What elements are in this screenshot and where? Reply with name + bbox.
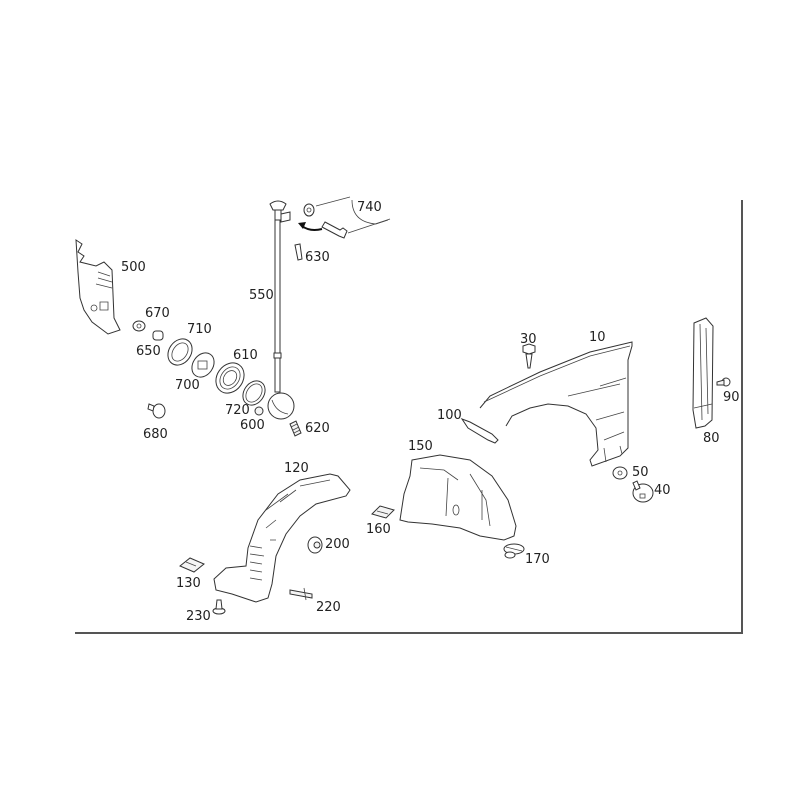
callout-610[interactable]: 610 — [233, 348, 258, 363]
part-200-nut[interactable] — [307, 536, 323, 554]
part-650-bushing[interactable] — [152, 330, 164, 341]
callout-80[interactable]: 80 — [703, 431, 720, 446]
part-720-gasket[interactable] — [238, 377, 269, 410]
part-700-hub[interactable] — [187, 349, 218, 382]
frame-border-right — [741, 200, 743, 634]
part-30-bolt[interactable] — [522, 343, 536, 369]
part-680-clip[interactable] — [147, 403, 166, 419]
part-130-clip[interactable] — [179, 557, 205, 573]
part-100-bracket[interactable] — [460, 417, 499, 444]
part-600-nut[interactable] — [254, 406, 264, 416]
part-50-washer[interactable] — [612, 466, 628, 480]
callout-710[interactable]: 710 — [187, 322, 212, 337]
callout-130[interactable]: 130 — [176, 576, 201, 591]
part-120-wheel-liner[interactable] — [213, 473, 351, 603]
callout-170[interactable]: 170 — [525, 552, 550, 567]
callout-160[interactable]: 160 — [366, 522, 391, 537]
callout-100[interactable]: 100 — [437, 408, 462, 423]
part-10-fender[interactable] — [479, 341, 633, 467]
callout-740[interactable]: 740 — [357, 200, 382, 215]
callout-120[interactable]: 120 — [284, 461, 309, 476]
callout-40[interactable]: 40 — [654, 483, 671, 498]
callout-550[interactable]: 550 — [249, 288, 274, 303]
part-160-clip[interactable] — [371, 505, 395, 519]
part-170-clip[interactable] — [503, 543, 525, 559]
callout-700[interactable]: 700 — [175, 378, 200, 393]
part-630-pin[interactable] — [294, 243, 303, 261]
callout-10[interactable]: 10 — [589, 330, 606, 345]
part-500-bracket[interactable] — [75, 239, 121, 335]
part-550-hood-rod[interactable] — [267, 200, 295, 420]
part-220-fastener[interactable] — [289, 587, 313, 601]
callout-600[interactable]: 600 — [240, 418, 265, 433]
part-740-bolt[interactable] — [298, 196, 391, 239]
callout-220[interactable]: 220 — [316, 600, 341, 615]
callout-30[interactable]: 30 — [520, 332, 537, 347]
callout-200[interactable]: 200 — [325, 537, 350, 552]
part-230-rivet[interactable] — [212, 599, 226, 615]
callout-630[interactable]: 630 — [305, 250, 330, 265]
part-150-wheel-liner[interactable] — [399, 454, 517, 541]
part-90-screw[interactable] — [716, 377, 731, 387]
part-620-spring[interactable] — [289, 420, 302, 437]
callout-90[interactable]: 90 — [723, 390, 740, 405]
callout-680[interactable]: 680 — [143, 427, 168, 442]
callout-50[interactable]: 50 — [632, 465, 649, 480]
part-710-seal-ring[interactable] — [163, 334, 197, 370]
part-40-plug[interactable] — [632, 480, 654, 503]
part-80-pillar-trim[interactable] — [692, 317, 714, 429]
frame-border-bottom — [75, 632, 743, 634]
part-670-washer[interactable] — [132, 320, 146, 332]
part-610-bearing[interactable] — [210, 357, 250, 398]
callout-670[interactable]: 670 — [145, 306, 170, 321]
callout-620[interactable]: 620 — [305, 421, 330, 436]
callout-500[interactable]: 500 — [121, 260, 146, 275]
callout-230[interactable]: 230 — [186, 609, 211, 624]
callout-720[interactable]: 720 — [225, 403, 250, 418]
callout-650[interactable]: 650 — [136, 344, 161, 359]
callout-150[interactable]: 150 — [408, 439, 433, 454]
